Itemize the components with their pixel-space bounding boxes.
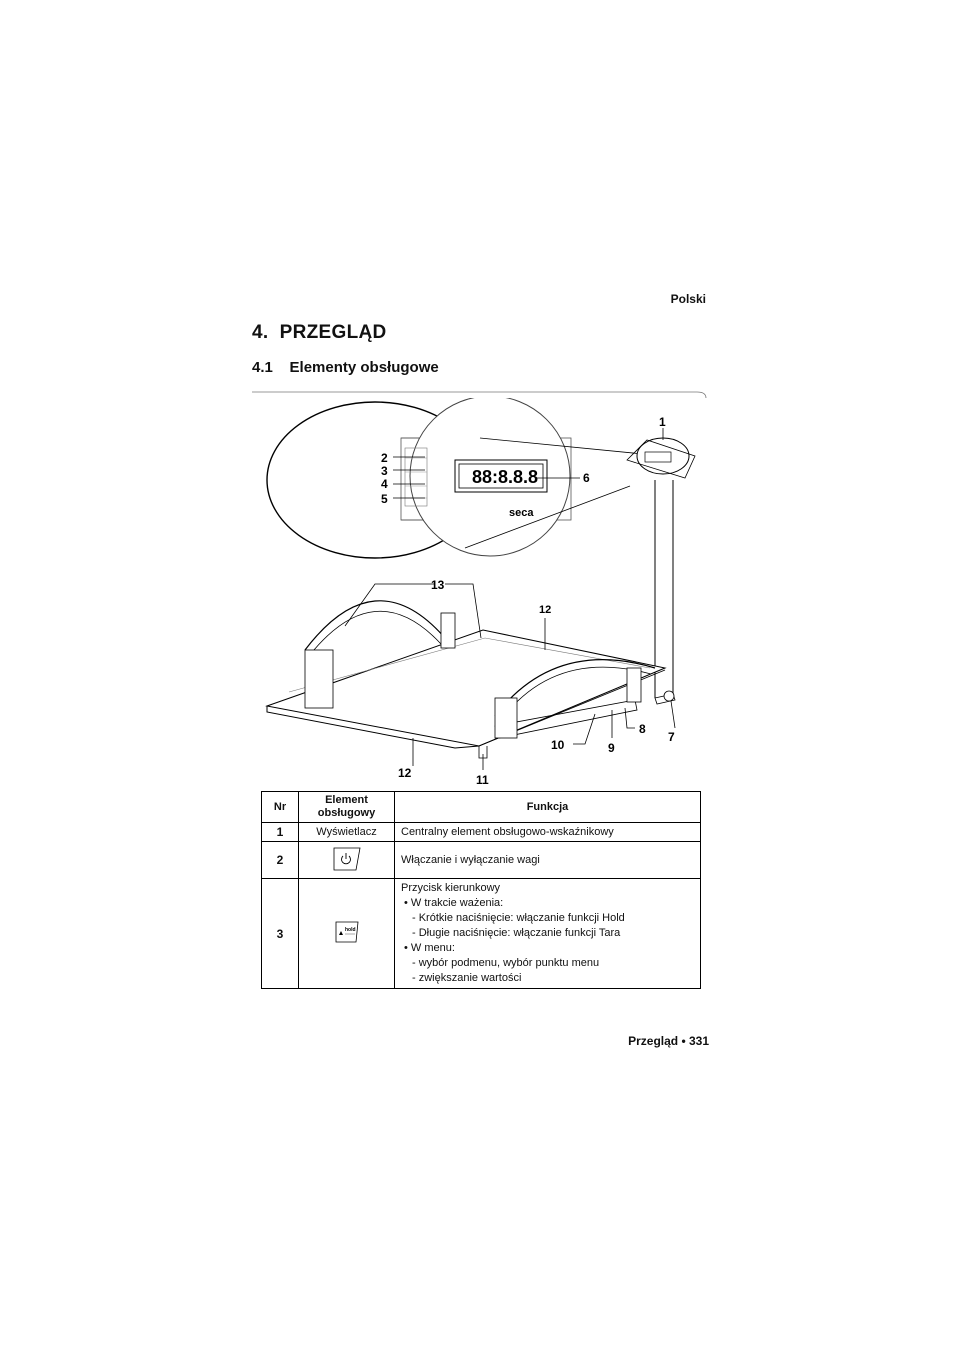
callout-5: 5 xyxy=(381,492,388,506)
section-rule xyxy=(252,391,707,398)
callout-6: 6 xyxy=(583,471,590,485)
chapter-number: 4. xyxy=(252,322,269,343)
callout-12-front: 12 xyxy=(398,766,412,780)
handrails xyxy=(304,600,656,739)
brand-logo: seca xyxy=(509,507,534,519)
header-element-line1: Element xyxy=(325,794,368,806)
header-element-line2: obsługowy xyxy=(317,807,376,819)
row-element: hold xyxy=(298,878,395,989)
callout-9: 9 xyxy=(608,741,615,755)
function-line: Przycisk kierunkowy xyxy=(401,882,501,894)
callout-4: 4 xyxy=(381,477,388,491)
chapter-title: PRZEGLĄD xyxy=(279,322,387,343)
display-head xyxy=(626,428,696,479)
row-element: Wyświetlacz xyxy=(298,822,395,842)
callout-11: 11 xyxy=(476,773,489,787)
row-nr: 2 xyxy=(261,841,299,879)
callout-2: 2 xyxy=(381,451,388,465)
row-nr: 3 xyxy=(261,878,299,989)
controls-table: Nr Element obsługowy Funkcja 1 Wyświetla… xyxy=(261,791,701,989)
callout-3: 3 xyxy=(381,464,388,478)
column xyxy=(654,480,676,729)
row-nr: 1 xyxy=(261,822,299,842)
table-row: 1 Wyświetlacz Centralny element obsługow… xyxy=(261,822,701,842)
hold-tare-button-icon: hold xyxy=(335,921,358,943)
function-line: - zwiększanie wartości xyxy=(412,972,522,984)
row-function: Włączanie i wyłączanie wagi xyxy=(394,841,701,879)
function-line: • W menu: xyxy=(404,942,455,954)
table-row: 3 hold Przycisk kierunkowy • W trakcie w… xyxy=(261,878,701,989)
section-number: 4.1 xyxy=(252,359,273,376)
function-line: - Krótkie naciśnięcie: włączanie funkcji… xyxy=(412,912,625,924)
function-line: - wybór podmenu, wybór punktu menu xyxy=(412,957,600,969)
table-header-row: Nr Element obsługowy Funkcja xyxy=(261,791,701,823)
callout-7: 7 xyxy=(668,730,675,744)
section-title: Elementy obsługowe xyxy=(289,359,439,376)
language-label: Polski xyxy=(670,292,706,306)
display-digits: 88:8.8.8 xyxy=(472,467,538,487)
function-line: - Długie naciśnięcie: włączanie funkcji … xyxy=(412,927,621,939)
function-line: • W trakcie ważenia: xyxy=(404,897,504,909)
section-heading: 4.1 Elementy obsługowe xyxy=(252,359,439,376)
power-button-icon xyxy=(333,847,360,870)
page-footer: Przegląd • 331 xyxy=(628,1034,709,1048)
header-element: Element obsługowy xyxy=(298,791,395,823)
row-function: Centralny element obsługowo-wskaźnikowy xyxy=(394,822,701,842)
row-function: Przycisk kierunkowy • W trakcie ważenia:… xyxy=(394,878,701,989)
callout-8: 8 xyxy=(639,722,646,736)
hold-icon-text: hold xyxy=(345,927,356,933)
chapter-heading: 4. PRZEGLĄD xyxy=(252,322,387,344)
table-row: 2 Włączanie i wyłączanie wagi xyxy=(261,841,701,879)
header-function: Funkcja xyxy=(394,791,701,823)
header-nr: Nr xyxy=(261,791,299,823)
row-element xyxy=(298,841,395,879)
callout-13: 13 xyxy=(431,578,445,592)
callout-1: 1 xyxy=(659,415,666,429)
display-closeup: 88:8.8.8 seca xyxy=(266,398,580,559)
callout-10: 10 xyxy=(551,738,565,752)
callout-12-top: 12 xyxy=(539,604,551,616)
scale-illustration: 88:8.8.8 seca xyxy=(265,398,696,787)
